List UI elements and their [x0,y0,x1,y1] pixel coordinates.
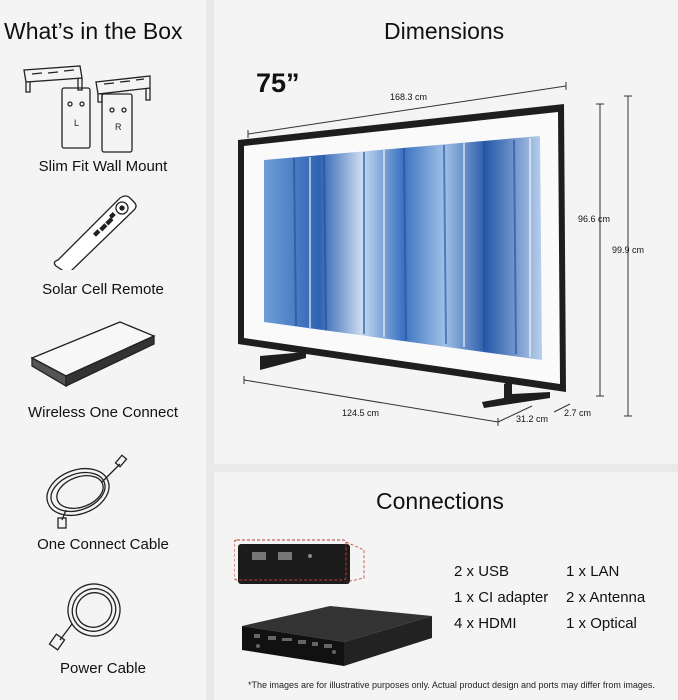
mount-marking-left: L [74,118,79,128]
spec-usb: 2 x USB [454,563,510,580]
dim-total-height: 99.9 cm [612,245,645,255]
connections-panel: Connections 2 x USB 1 x LAN 1 x CI adapt… [214,472,678,700]
dim-panel-depth: 2.7 cm [564,408,592,418]
item-label-wall-mount: Slim Fit Wall Mount [38,158,168,175]
wall-mount-icon: L R [23,65,151,153]
power-cable-icon [48,583,121,651]
spec-lan: 1 x LAN [566,563,620,580]
item-label-remote: Solar Cell Remote [42,281,164,298]
tv-size-label: 75” [256,68,300,98]
spec-optical: 1 x Optical [566,615,637,632]
dim-stand-width: 124.5 cm [342,408,380,418]
dim-width: 168.3 cm [390,92,428,102]
whats-in-box-panel: What’s in the Box L R Slim Fit Wall Moun… [0,0,206,700]
one-connect-ports-icon [234,539,432,666]
cable-coil-icon [46,454,128,529]
dim-screen-height: 96.6 cm [578,214,611,224]
remote-icon [53,195,137,270]
item-label-cable: One Connect Cable [37,536,169,553]
tv-illustration [238,82,632,426]
spec-ci-adapter: 1 x CI adapter [454,589,549,606]
spec-hdmi: 4 x HDMI [454,615,517,632]
mount-marking-right: R [115,122,122,132]
item-label-one-connect: Wireless One Connect [27,404,179,421]
dimensions-panel: Dimensions 75” [214,0,678,464]
spec-antenna: 2 x Antenna [566,589,646,606]
disclaimer-note: *The images are for illustrative purpose… [248,680,655,690]
dim-stand-depth: 31.2 cm [516,414,549,424]
connections-title: Connections [376,488,504,514]
dimensions-title: Dimensions [384,18,505,44]
one-connect-box-icon [30,321,156,388]
item-label-power-cable: Power Cable [60,660,146,677]
box-title: What’s in the Box [4,18,183,44]
